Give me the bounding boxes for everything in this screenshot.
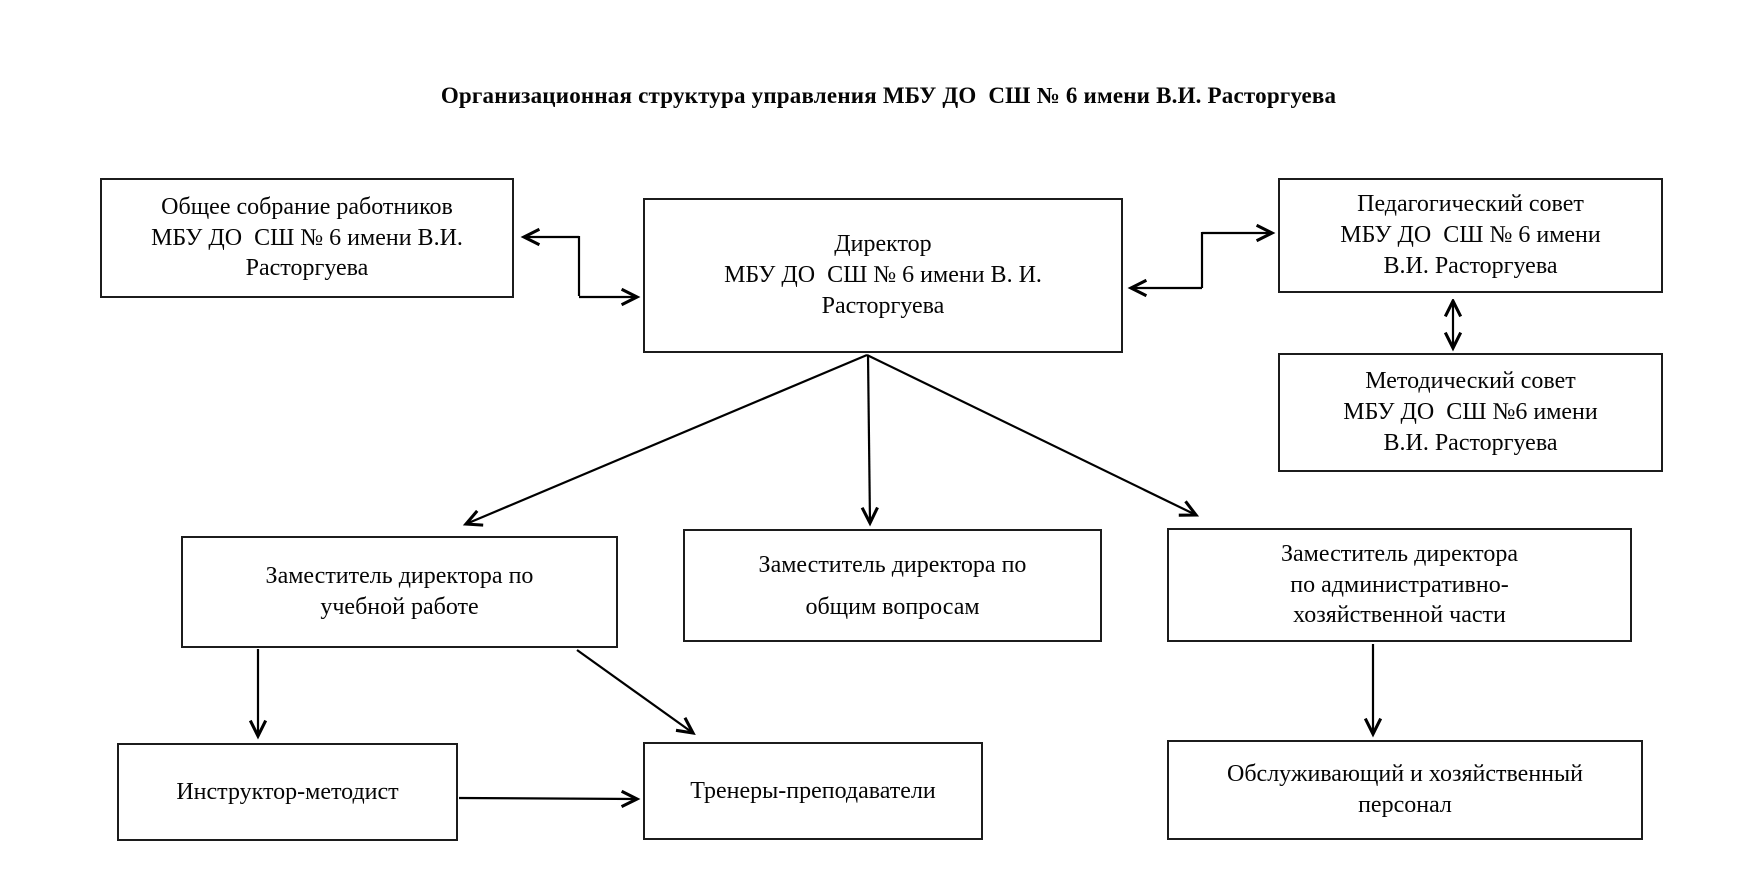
box-label: МБУ ДО СШ № 6 имени В.И. bbox=[151, 224, 463, 251]
box-label: Расторгуева bbox=[245, 255, 369, 282]
box-label: персонал bbox=[1358, 792, 1452, 818]
arrow-director-to-deputy-admin bbox=[866, 354, 1200, 517]
box-label: Заместитель директора bbox=[1280, 540, 1519, 567]
box-label: Расторгуева bbox=[821, 292, 945, 319]
box-label: Обслуживающий и хозяйственный bbox=[1227, 761, 1583, 788]
box-label: В.И. Расторгуева bbox=[1383, 429, 1558, 456]
box-label: Заместитель директора по bbox=[265, 563, 534, 590]
box-label: Заместитель директора по bbox=[758, 551, 1027, 578]
arrow-director-to-deputy-general bbox=[860, 354, 879, 527]
box-label: МБУ ДО СШ № 6 имени bbox=[1340, 222, 1601, 249]
box-label: МБУ ДО СШ №6 имени bbox=[1343, 399, 1598, 426]
diagram-title: Организационная структура управления МБУ… bbox=[440, 83, 1337, 108]
box-label: Методический совет bbox=[1365, 368, 1576, 395]
box-service-staff: Обслуживающий и хозяйственный персонал bbox=[1167, 740, 1643, 840]
box-label: Общее собрание работников bbox=[161, 193, 453, 220]
box-label: Инструктор-методист bbox=[176, 778, 399, 805]
arrow-instructor-to-trainers bbox=[458, 789, 641, 808]
box-director: Директор МБУ ДО СШ № 6 имени В. И. Расто… bbox=[643, 198, 1123, 353]
box-deputy-academic: Заместитель директора по учебной работе bbox=[181, 536, 618, 648]
box-label: учебной работе bbox=[320, 594, 479, 620]
box-deputy-general: Заместитель директора по общим вопросам bbox=[683, 529, 1102, 642]
box-label: МБУ ДО СШ № 6 имени В. И. bbox=[724, 262, 1042, 289]
box-label: по административно- bbox=[1290, 571, 1509, 598]
box-instructor-methodist: Инструктор-методист bbox=[117, 743, 458, 841]
box-label: Тренеры-преподаватели bbox=[690, 777, 936, 804]
box-label: общим вопросам bbox=[805, 593, 980, 620]
box-trainers-teachers: Тренеры-преподаватели bbox=[643, 742, 983, 840]
arrow-director-to-deputy-academic bbox=[462, 353, 868, 527]
box-methodical-council: Методический совет МБУ ДО СШ №6 имени В.… bbox=[1278, 353, 1663, 472]
arrow-academic-to-trainers bbox=[576, 649, 696, 736]
box-deputy-admin: Заместитель директора по административно… bbox=[1167, 528, 1632, 642]
box-label: Директор bbox=[834, 231, 932, 258]
box-label: хозяйственной части bbox=[1293, 602, 1506, 629]
box-pedagogical-council: Педагогический совет МБУ ДО СШ № 6 имени… bbox=[1278, 178, 1663, 293]
box-label: В.И. Расторгуева bbox=[1383, 252, 1558, 279]
box-general-assembly: Общее собрание работников МБУ ДО СШ № 6 … bbox=[100, 178, 514, 298]
box-label: Педагогический совет bbox=[1357, 191, 1584, 218]
